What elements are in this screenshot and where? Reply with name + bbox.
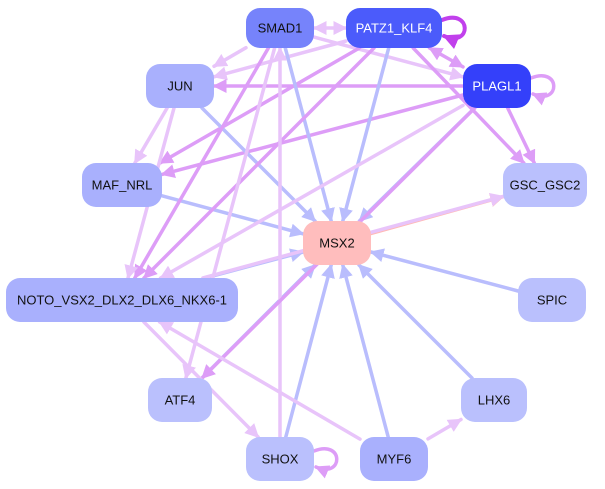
node-maf-nrl[interactable]: MAF_NRL xyxy=(82,163,162,207)
edge-smad1-to-atf4 xyxy=(182,46,277,380)
edge-patz1-klf4-to-plagl1 xyxy=(427,46,465,69)
node-myf6[interactable]: MYF6 xyxy=(360,437,428,481)
edge-jun-to-maf-nrl xyxy=(133,106,169,165)
edge-shox-to-shox xyxy=(312,447,339,479)
node-box[interactable] xyxy=(82,163,162,207)
node-jun[interactable]: JUN xyxy=(146,64,214,108)
node-box[interactable] xyxy=(518,278,586,322)
edge-myf6-to-msx2 xyxy=(339,263,390,439)
node-label: ATF4 xyxy=(165,393,196,408)
node-label: MAF_NRL xyxy=(92,178,153,193)
edge-shox-to-msx2 xyxy=(284,263,335,439)
edge-plagl1-to-noto xyxy=(158,103,465,280)
edge-spic-to-msx2 xyxy=(369,248,520,293)
node-box[interactable] xyxy=(303,221,371,265)
node-box[interactable] xyxy=(146,64,214,108)
edge-patz1-klf4-to-noto xyxy=(142,46,376,280)
edge-smad1-to-noto xyxy=(133,46,271,280)
node-box[interactable] xyxy=(346,8,442,48)
edge-patz1-klf4-to-patz1-klf4 xyxy=(440,15,467,50)
node-lhx6[interactable]: LHX6 xyxy=(461,378,527,422)
node-label: JUN xyxy=(167,79,192,94)
node-box[interactable] xyxy=(461,378,527,422)
edge-myf6-to-lhx6 xyxy=(426,417,463,441)
edge-smad1-to-msx2 xyxy=(283,46,335,223)
node-label: PATZ1_KLF4 xyxy=(356,21,433,36)
node-msx2[interactable]: MSX2 xyxy=(303,221,371,265)
edge-smad1-to-plagl1 xyxy=(312,35,465,81)
node-plagl1[interactable]: PLAGL1 xyxy=(463,64,531,108)
edge-plagl1-to-plagl1 xyxy=(529,74,556,106)
node-label: GSC_GSC2 xyxy=(510,178,581,193)
node-box[interactable] xyxy=(246,8,314,48)
edge-plagl1-to-maf-nrl xyxy=(160,93,465,178)
edge-layer xyxy=(124,15,556,479)
node-smad1[interactable]: SMAD1 xyxy=(246,8,314,48)
node-shox[interactable]: SHOX xyxy=(246,437,314,481)
node-box[interactable] xyxy=(503,163,587,207)
node-label: NOTO_VSX2_DLX2_DLX6_NKX6-1 xyxy=(17,293,227,308)
edge-lhx6-to-msx2 xyxy=(357,263,474,380)
node-label: SHOX xyxy=(262,452,299,467)
node-box[interactable] xyxy=(360,437,428,481)
node-spic[interactable]: SPIC xyxy=(518,278,586,322)
edge-patz1-klf4-to-gsc-gsc2 xyxy=(411,46,526,165)
edge-myf6-to-noto xyxy=(157,320,362,441)
node-label: SMAD1 xyxy=(258,21,303,36)
edge-plagl1-to-gsc-gsc2 xyxy=(505,106,537,165)
node-label: MSX2 xyxy=(319,236,354,251)
node-box[interactable] xyxy=(6,278,238,322)
node-box[interactable] xyxy=(246,437,314,481)
node-label: SPIC xyxy=(537,293,567,308)
edge-smad1-to-jun xyxy=(212,45,248,69)
node-gsc-gsc2[interactable]: GSC_GSC2 xyxy=(503,163,587,207)
node-label: PLAGL1 xyxy=(472,79,521,94)
node-label: MYF6 xyxy=(377,452,412,467)
node-patz1-klf4[interactable]: PATZ1_KLF4 xyxy=(346,8,442,48)
node-box[interactable] xyxy=(148,378,212,422)
node-box[interactable] xyxy=(463,64,531,108)
edge-patz1-klf4-to-msx2 xyxy=(339,46,391,223)
node-noto[interactable]: NOTO_VSX2_DLX2_DLX6_NKX6-1 xyxy=(6,278,238,322)
node-atf4[interactable]: ATF4 xyxy=(148,378,212,422)
node-label: LHX6 xyxy=(478,393,511,408)
